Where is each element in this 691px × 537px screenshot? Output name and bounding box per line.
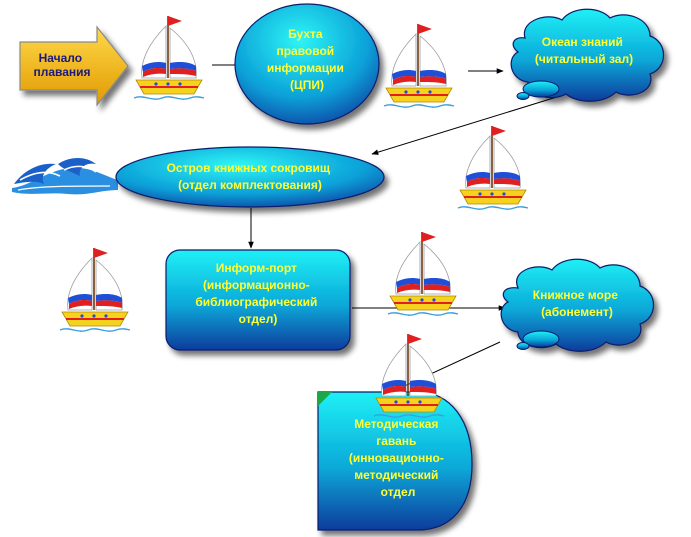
node-sea-label: Книжное море (абонемент): [533, 288, 621, 319]
node-ocean-label: Океан знаний (читальный зал): [535, 35, 633, 66]
sailboat-icon: [383, 23, 455, 109]
node-island: Остров книжных сокровищ (отдел комплекто…: [115, 146, 385, 208]
sailboat-icon: [59, 247, 131, 333]
sailboat-icon: [373, 333, 445, 419]
node-ocean: [510, 8, 665, 102]
node-port: Информ-порт (информационно- библиографич…: [165, 249, 351, 351]
node-cpi-label: Бухта правовой информации (ЦПИ): [267, 27, 347, 92]
node-harbor: Методическая гавань (инновационно- метод…: [317, 391, 473, 531]
start-arrow: Начало плавания: [19, 25, 129, 107]
node-cpi: Бухта правовой информации (ЦПИ): [234, 3, 380, 125]
node-port-label: Информ-порт (информационно- библиографич…: [195, 261, 320, 326]
node-island-label: Остров книжных сокровищ (отдел комплекто…: [167, 161, 334, 192]
sailboat-icon: [457, 125, 529, 211]
node-harbor-label: Методическая гавань (инновационно- метод…: [349, 417, 447, 499]
sailboat-icon: [133, 15, 205, 101]
sea-bubbles: [516, 330, 560, 350]
arrow-ocean-to-island: [371, 95, 561, 155]
node-sea: [500, 258, 655, 352]
sailboat-icon: [387, 231, 459, 317]
start-label: Начало плавания: [33, 51, 90, 79]
wave-icon: [12, 158, 118, 195]
ocean-bubbles: [516, 80, 560, 100]
